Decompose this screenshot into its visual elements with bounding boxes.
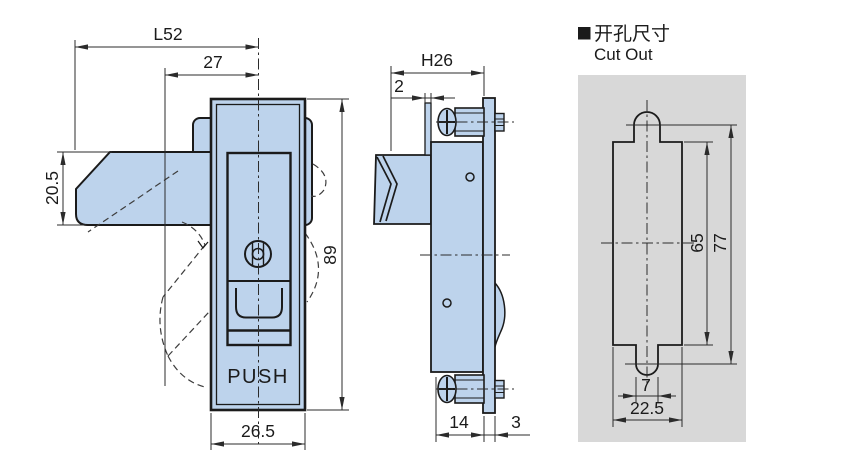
break-line-2	[382, 155, 398, 222]
svg-text:22.5: 22.5	[630, 398, 664, 418]
push-label: PUSH	[227, 366, 289, 388]
front-view: PUSH L52 27	[42, 24, 349, 450]
cutout-opening	[612, 111, 683, 376]
svg-text:2: 2	[394, 76, 404, 96]
svg-text:7: 7	[641, 375, 651, 395]
latch-arm	[75, 151, 214, 226]
dim-L52: L52	[75, 24, 259, 50]
side-body	[430, 141, 484, 373]
swing-arrow-mark	[197, 240, 209, 249]
svg-text:27: 27	[203, 52, 222, 72]
svg-text:L52: L52	[153, 24, 182, 44]
latch-hook	[494, 281, 506, 348]
dim-2: 2	[391, 76, 455, 101]
svg-text:20.5: 20.5	[42, 171, 62, 205]
dim-26-5: 26.5	[211, 421, 305, 447]
svg-text:89: 89	[320, 245, 340, 264]
side-view: H26 2 14 3	[373, 50, 530, 442]
svg-text:H26: H26	[421, 50, 453, 70]
dim-65: 65	[687, 142, 710, 345]
handle-recess	[235, 288, 283, 319]
cutout-title-en: Cut Out	[594, 45, 653, 64]
dim-27: 27	[165, 52, 259, 78]
svg-text:3: 3	[511, 412, 521, 432]
swing-outline-dashed	[87, 163, 327, 388]
break-line-1	[376, 156, 392, 223]
dim-7: 7	[618, 375, 676, 399]
dim-89: 89	[320, 99, 345, 410]
handle-plate	[424, 102, 432, 156]
dim-14: 14	[436, 412, 484, 438]
dim-H26: H26	[391, 50, 484, 76]
body-hole-top	[465, 172, 475, 182]
svg-text:77: 77	[710, 233, 730, 252]
svg-text:14: 14	[449, 412, 469, 432]
cutout-title-cn: 开孔尺寸	[594, 23, 670, 45]
title-bullet-square	[578, 27, 591, 40]
cutout-view: 开孔尺寸 Cut Out 65	[578, 23, 746, 442]
dim-22-5: 22.5	[613, 398, 682, 423]
svg-text:26.5: 26.5	[241, 421, 275, 441]
dim-3: 3	[484, 412, 530, 438]
cutout-extension-lines	[612, 124, 737, 427]
body-hole-bottom	[442, 298, 452, 308]
dim-77: 77	[710, 125, 734, 364]
cutout-panel-background	[578, 75, 746, 442]
svg-text:65: 65	[687, 233, 707, 252]
dim-20-5: 20.5	[42, 152, 66, 225]
